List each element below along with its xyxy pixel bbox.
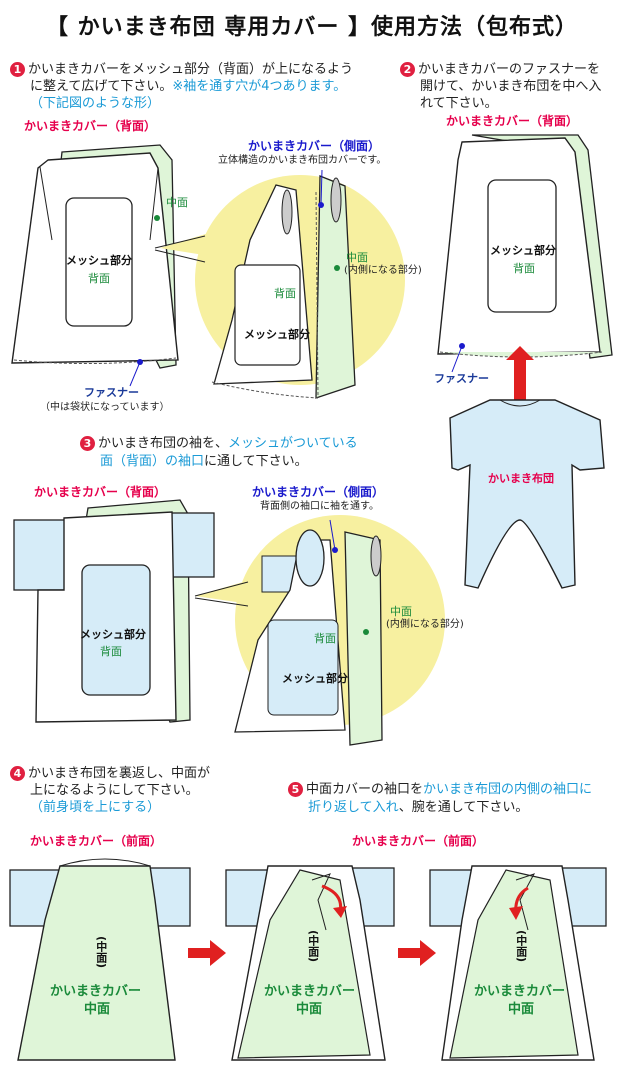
label-cover-side-note-1: 立体構造のかいまき布団カバーです。 xyxy=(218,155,387,166)
step-3-badge: 3 xyxy=(80,436,95,451)
label-cover-middle-1a: かいまきカバー xyxy=(50,984,142,999)
step-3-line2: 面（背面）の袖口に通して下さい。 xyxy=(100,454,308,470)
label-cover-side-3: かいまきカバー（側面） xyxy=(252,485,385,499)
cover-back-view-2 xyxy=(437,134,613,589)
step-1-badge: 1 xyxy=(10,62,25,77)
step-2-line3: れて下さい。 xyxy=(420,96,498,111)
label-cover-side-1: かいまきカバー（側面） xyxy=(248,139,381,153)
label-cover-front-4: かいまきカバー（前面） xyxy=(30,834,163,848)
step-4-line1: かいまき布団を裏返し、中面が xyxy=(28,766,211,781)
label-middle-bubble-1: 中面 xyxy=(346,251,368,264)
step-1-line3: （下記図のような形） xyxy=(30,96,161,111)
step-4-line3: （前身頃を上にする） xyxy=(30,800,161,815)
label-cover-back-1: かいまきカバー（背面） xyxy=(24,119,157,133)
label-back-1: 背面 xyxy=(88,272,110,285)
cover-front-view-4 xyxy=(9,858,191,1061)
arrow-right-2 xyxy=(398,940,436,966)
label-middle-vertical-3: (中面) xyxy=(514,930,528,963)
label-cover-middle-3a: かいまきカバー xyxy=(474,984,566,999)
step-4-badge: 4 xyxy=(10,766,25,781)
label-back-bubble-3: 背面 xyxy=(314,632,336,645)
label-back-2: 背面 xyxy=(513,262,535,275)
step-1-note: ※袖を通す穴が4つあります。 xyxy=(172,79,347,94)
cover-front-view-5b xyxy=(429,865,607,1061)
step-2-line2: 開けて、かいまき布団を中へ入 xyxy=(420,79,602,94)
zoom-bubble-3 xyxy=(194,515,445,746)
label-cover-middle-3b: 中面 xyxy=(508,1002,535,1017)
label-middle-vertical-2: (中面) xyxy=(306,930,320,963)
zoom-bubble-1 xyxy=(154,169,405,399)
label-mesh-2: メッシュ部分 xyxy=(490,244,556,257)
step-5-line2b: 、腕を通して下さい。 xyxy=(398,800,529,815)
label-back-bubble-1: 背面 xyxy=(274,287,296,300)
label-mesh-3: メッシュ部分 xyxy=(80,628,146,641)
label-middle-vertical-1: (中面) xyxy=(94,936,108,969)
label-mesh-bubble-1: メッシュ部分 xyxy=(244,328,310,341)
step-3-line2b: に通して下さい。 xyxy=(204,454,308,469)
step-5-line2: 折り返して入れ、腕を通して下さい。 xyxy=(308,800,528,816)
step-1-line2a: に整えて広げて下さい。 xyxy=(30,79,173,94)
step-5-line1b: かいまき布団の内側の袖口に xyxy=(423,782,593,797)
label-cover-side-note-3: 背面側の袖口に袖を通す。 xyxy=(260,501,379,512)
label-middle-inner-1: (内側になる部分) xyxy=(344,265,422,276)
cover-front-view-5a xyxy=(225,865,395,1061)
label-middle-inner-3: (内側になる部分) xyxy=(386,619,464,630)
label-mesh-bubble-3: メッシュ部分 xyxy=(282,672,348,685)
label-cover-middle-1b: 中面 xyxy=(84,1002,111,1017)
step-5-badge: 5 xyxy=(288,782,303,797)
label-fastener-1: ファスナー xyxy=(84,386,139,399)
label-middle-3: 中面 xyxy=(390,605,412,618)
label-middle-1: 中面 xyxy=(166,196,188,209)
label-back-3: 背面 xyxy=(100,645,122,658)
label-fastener-2: ファスナー xyxy=(434,372,489,385)
cover-back-view-1 xyxy=(11,144,179,387)
label-cover-back-2: かいまきカバー（背面） xyxy=(446,114,579,128)
step-2-line1: かいまきカバーのファスナーを xyxy=(418,62,601,77)
step-5-line2a: 折り返して入れ xyxy=(308,800,399,815)
label-fastener-note: （中は袋状になっています） xyxy=(40,402,170,413)
step-1-line1: かいまきカバーをメッシュ部分（背面）が上になるよう xyxy=(28,62,354,77)
label-cover-back-3: かいまきカバー（背面） xyxy=(34,485,167,499)
step-3-line1a: かいまき布団の袖を、 xyxy=(98,436,229,451)
page-title: 【 かいまき布団 専用カバー 】使用方法（包布式） xyxy=(46,15,578,40)
step-3-line2a: 面（背面）の袖口 xyxy=(100,454,205,469)
label-cover-middle-2b: 中面 xyxy=(296,1002,323,1017)
step-2-badge: 2 xyxy=(400,62,415,77)
label-mesh-1: メッシュ部分 xyxy=(66,254,132,267)
cover-back-view-3 xyxy=(13,499,215,723)
step-4-line2: 上になるようにして下さい。 xyxy=(30,783,199,798)
label-cover-front-5: かいまきカバー（前面） xyxy=(352,834,485,848)
label-cover-middle-2a: かいまきカバー xyxy=(264,984,356,999)
arrow-right-1 xyxy=(188,940,226,966)
label-futon: かいまき布団 xyxy=(488,472,554,485)
step-5-line1a: 中面カバーの袖口を xyxy=(306,782,424,797)
step-3-line1b: メッシュがついている xyxy=(228,436,358,451)
step-1-line2: に整えて広げて下さい。※袖を通す穴が4つあります。 xyxy=(30,79,346,95)
